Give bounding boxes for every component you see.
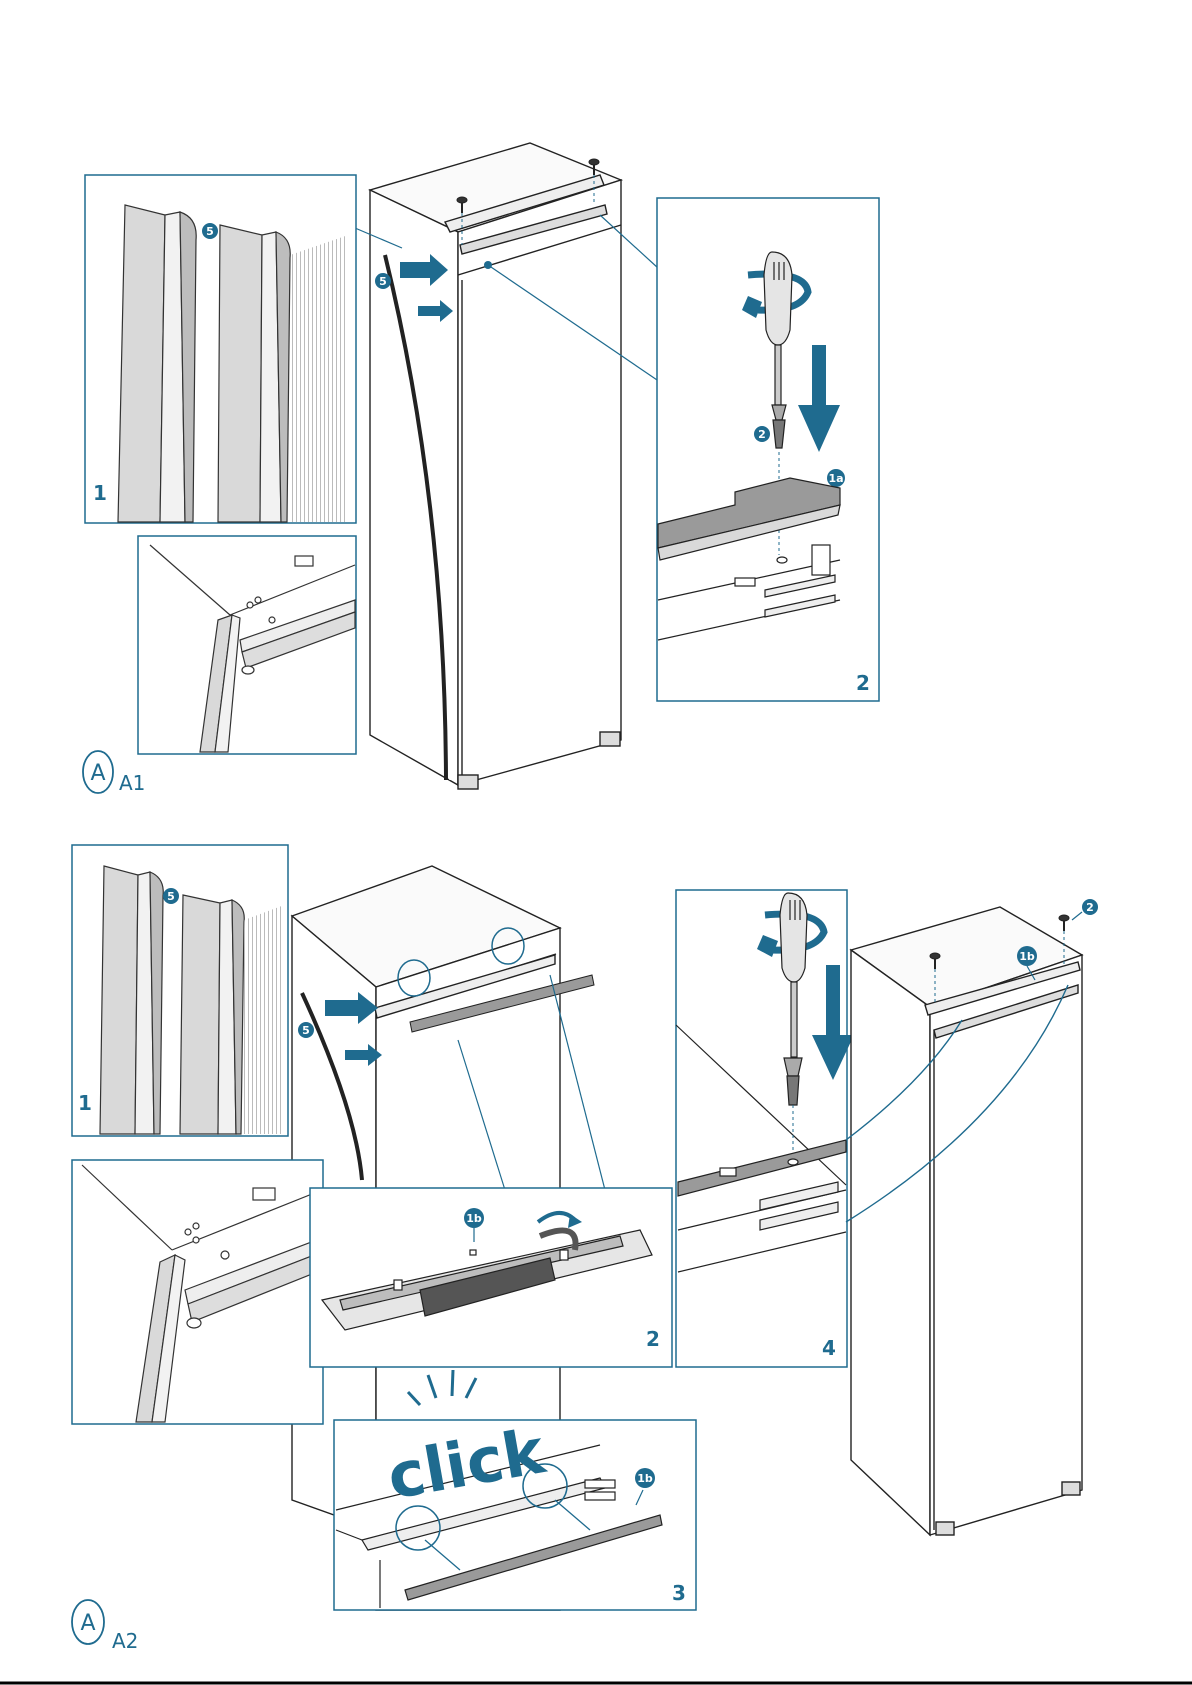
panel-a1-1-number: 1 bbox=[93, 481, 107, 505]
panel-a2-2: 1b 2 bbox=[310, 1188, 672, 1367]
panel-a2-1-number: 1 bbox=[78, 1091, 92, 1115]
fridge-a2-right bbox=[851, 907, 1082, 1535]
badge-2-label: 2 bbox=[758, 428, 766, 441]
section-label-a2: A A2 bbox=[72, 1600, 138, 1653]
badge-2-label: 2 bbox=[1086, 901, 1094, 914]
badge-1b-label: 1b bbox=[466, 1212, 482, 1225]
badge-5-label: 5 bbox=[379, 275, 387, 288]
badge-1b-label: 1b bbox=[1019, 950, 1035, 963]
section-a1-letter: A bbox=[90, 761, 105, 786]
badge-1b-label: 1b bbox=[637, 1472, 653, 1485]
panel-a2-4: 4 bbox=[676, 890, 854, 1367]
panel-a1-2: 2 1a 2 bbox=[657, 198, 879, 701]
badge-5-label: 5 bbox=[167, 890, 175, 903]
badge-5-label: 5 bbox=[206, 225, 214, 238]
section-a2-code: A2 bbox=[112, 1629, 138, 1653]
panel-a1-1: 5 1 bbox=[85, 175, 356, 523]
panel-a1-corner bbox=[138, 536, 356, 754]
section-label-a1: A A1 bbox=[83, 751, 145, 795]
fridge-a1 bbox=[370, 143, 621, 789]
panel-a2-4-number: 4 bbox=[822, 1336, 836, 1360]
panel-a1-2-number: 2 bbox=[856, 671, 870, 695]
section-a1: 5 1 bbox=[83, 143, 879, 795]
panel-a2-2-number: 2 bbox=[646, 1327, 660, 1351]
badge-1a-label: 1a bbox=[828, 472, 843, 485]
section-a1-code: A1 bbox=[119, 771, 145, 795]
panel-a2-1: 5 1 bbox=[72, 845, 288, 1136]
section-a2: 5 5 1 bbox=[72, 845, 1098, 1653]
panel-a2-corner bbox=[72, 1160, 323, 1424]
section-a2-letter: A bbox=[80, 1611, 95, 1636]
panel-a2-3-number: 3 bbox=[672, 1581, 686, 1605]
badge-5-label: 5 bbox=[302, 1024, 310, 1037]
